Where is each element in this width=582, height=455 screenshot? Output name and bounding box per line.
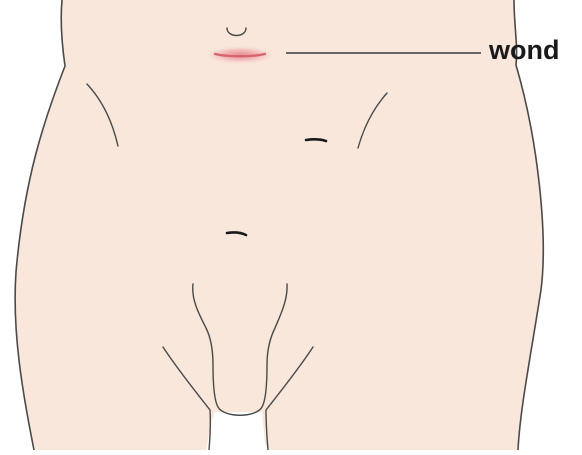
body-silhouette xyxy=(15,0,543,450)
thigh-gap xyxy=(210,412,266,450)
wound-label: wond xyxy=(489,30,559,70)
